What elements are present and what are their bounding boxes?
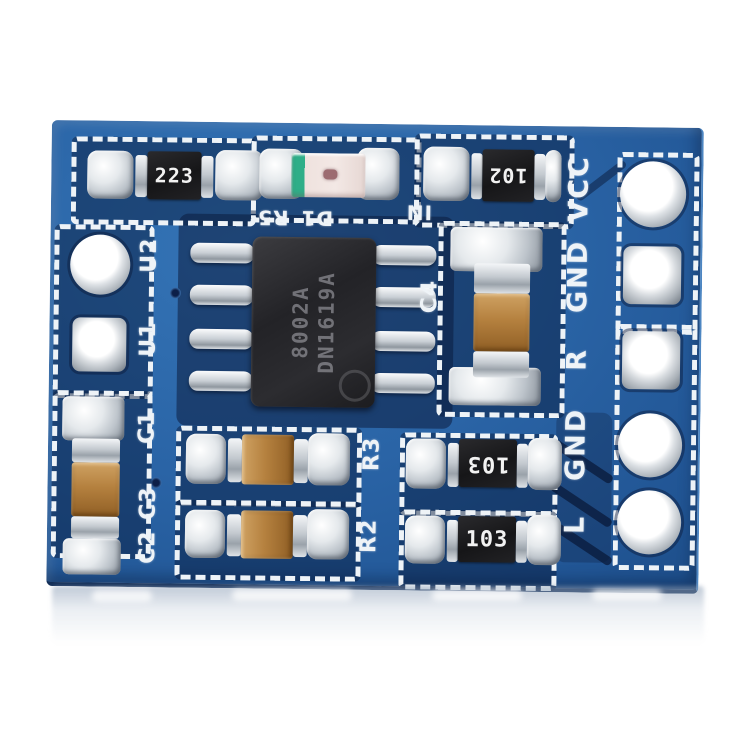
resistor-103-lower-code: 103 [465, 526, 509, 553]
pcb-board: VCC GND R GND L U2 U1 223 102 R5 D1 [46, 120, 704, 594]
cap-end [473, 263, 531, 294]
solder-pad [62, 396, 125, 441]
solder-blob [405, 438, 447, 489]
ic-lead [371, 330, 436, 352]
ic-chip: 8002A DN1619A [250, 236, 377, 408]
pin-label-vcc: VCC [563, 154, 596, 222]
resistor-end-cap [516, 443, 529, 488]
solder-blob [306, 509, 350, 560]
reflection-highlight [592, 589, 662, 601]
solder-blob [526, 514, 562, 566]
cap-end [226, 514, 242, 557]
pin-label-l: L [559, 514, 591, 535]
ic-lead [370, 372, 435, 394]
ic-marking-line2: DN1619A [313, 270, 340, 374]
reflection-highlight [432, 590, 522, 601]
ic-lead [372, 244, 437, 266]
solder-blob [307, 433, 351, 486]
ic-lead [189, 328, 254, 350]
ic-marking: 8002A DN1619A [287, 271, 340, 374]
ic-pin1-dot [338, 369, 371, 402]
ic-lead [190, 242, 255, 264]
pin-label-r: R [561, 347, 593, 372]
pin-pad-gnd-1 [622, 245, 682, 305]
cap-end [292, 514, 308, 558]
resistor-end-cap [534, 153, 546, 201]
board-reflection [52, 586, 704, 644]
resistor-103-upper-code: 103 [466, 450, 510, 477]
resistor-end-cap [135, 155, 148, 198]
resistor-103-lower: 103 [457, 515, 517, 563]
solder-blob [87, 150, 134, 199]
cap-bottom-2 [240, 510, 294, 559]
label-r2: R2 [356, 518, 382, 554]
resistor-end-cap [447, 442, 460, 487]
solder-blob [423, 146, 470, 202]
label-in: IN [405, 200, 433, 225]
reflection-highlight [232, 589, 352, 601]
resistor-end-cap [471, 153, 483, 200]
resistor-102-code: 102 [488, 163, 529, 188]
resistor-103-upper: 103 [458, 438, 518, 488]
resistor-223: 223 [147, 151, 202, 200]
left-pad-u1 [71, 317, 127, 372]
ic-marking-line1: 8002A [288, 285, 313, 359]
led-die [323, 169, 338, 180]
resistor-end-cap [446, 519, 459, 562]
label-r5: R5 [257, 205, 289, 230]
reflection-highlight [92, 590, 152, 602]
cap-c1 [71, 462, 120, 517]
pin-pad-r [621, 330, 681, 390]
solder-blob [215, 150, 264, 201]
resistor-end-cap [515, 520, 528, 563]
label-u2: U2 [136, 237, 163, 273]
resistor-102: 102 [482, 149, 535, 202]
label-c1: C1 [134, 410, 160, 445]
label-d1: D1 [300, 206, 334, 231]
cap-end [71, 438, 121, 463]
solder-blob [404, 515, 446, 564]
solder-blob [527, 437, 563, 491]
label-c4: C4 [417, 279, 443, 314]
label-c3: C3 [135, 486, 162, 521]
label-r3: R3 [359, 436, 385, 472]
resistor-223-code: 223 [154, 163, 195, 188]
cap-end [472, 351, 530, 378]
pin-label-gnd-2: GND [560, 407, 593, 482]
via-dot [169, 287, 181, 299]
solder-blob [184, 509, 226, 559]
cap-end [293, 438, 309, 484]
label-c2: C2 [135, 530, 161, 565]
solder-pad [62, 538, 121, 575]
cap-end [70, 516, 120, 539]
ic-lead [189, 284, 254, 306]
ic-lead [188, 370, 253, 392]
solder-blob [185, 433, 227, 485]
cap-end [227, 438, 243, 483]
cap-c4 [473, 293, 530, 352]
pin-label-gnd-1: GND [562, 239, 595, 314]
resistor-end-cap [201, 155, 214, 198]
label-u1: U1 [135, 321, 162, 357]
cap-bottom-1 [241, 434, 295, 485]
solder-blob [545, 150, 562, 203]
